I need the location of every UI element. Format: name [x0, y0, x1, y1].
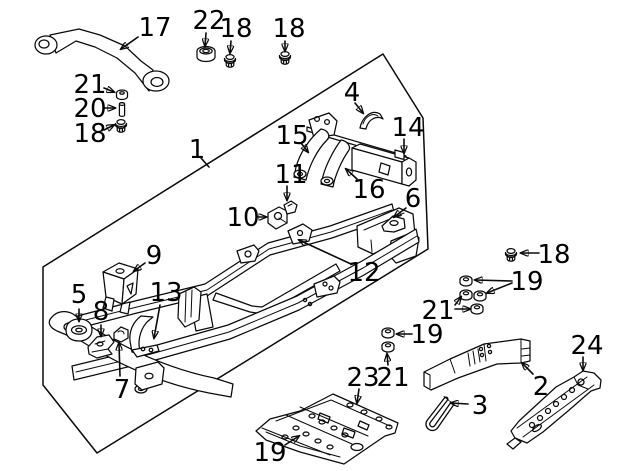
callout-arrow-2	[522, 363, 534, 375]
callout-arrow-6	[394, 207, 407, 217]
callout-label-5: 5	[71, 280, 88, 310]
assembly-outline-box	[42, 53, 429, 454]
part-23-skid-plate	[255, 393, 399, 465]
callout-arrow-13	[154, 304, 161, 338]
callout-label-8: 8	[93, 297, 110, 327]
callout-label-13: 13	[149, 278, 182, 308]
callout-arrow-18	[103, 125, 114, 130]
callout-label-9: 9	[146, 241, 163, 271]
callout-label-20: 20	[73, 94, 106, 124]
callout-label-7: 7	[114, 375, 131, 405]
callout-label-24: 24	[570, 331, 603, 361]
callout-label-23: 23	[346, 363, 379, 393]
callout-arrow-9	[134, 262, 146, 271]
callout-arrow-7	[119, 343, 120, 377]
callout-arrow-3	[451, 403, 469, 404]
callout-arrow-22	[205, 32, 206, 46]
part-21-washer	[470, 303, 484, 315]
part-9-bracket	[102, 262, 139, 315]
part-20-pin	[118, 101, 126, 118]
part-3-hook	[425, 396, 455, 432]
part-19-grommet-b	[473, 290, 487, 302]
callout-label-10: 10	[226, 203, 259, 233]
part-11-clip	[283, 200, 298, 215]
callout-label-12: 12	[347, 258, 380, 288]
part-21-nut-a	[115, 89, 129, 101]
callout-label-18: 18	[537, 240, 570, 270]
part-4-hook	[359, 111, 384, 130]
callout-arrow-16	[346, 169, 358, 180]
callout-arrow-17	[121, 36, 139, 49]
callout-arrow-4	[354, 102, 363, 113]
callout-arrow-23	[357, 388, 359, 403]
callout-label-19: 19	[253, 438, 286, 468]
part-19-grommet-a	[459, 275, 473, 287]
callout-label-15: 15	[275, 121, 308, 151]
callout-label-18: 18	[219, 14, 252, 44]
callout-label-21: 21	[376, 363, 409, 393]
part-7-clip	[113, 326, 129, 343]
part-8-bracket	[87, 334, 115, 359]
callout-label-19: 19	[410, 320, 443, 350]
callout-label-3: 3	[472, 391, 489, 421]
part-22-grommet	[196, 45, 216, 63]
callout-label-2: 2	[533, 372, 550, 402]
callout-arrow-19	[284, 436, 299, 446]
callout-label-14: 14	[391, 113, 424, 143]
callout-label-21: 21	[421, 296, 454, 326]
callout-label-21: 21	[73, 70, 106, 100]
callout-label-1: 1	[189, 135, 206, 165]
part-24-rail	[506, 370, 602, 450]
callout-arrow-18	[230, 40, 231, 53]
callout-arrow-1	[200, 157, 210, 168]
callout-label-22: 22	[192, 6, 225, 36]
callout-label-18: 18	[73, 119, 106, 149]
callout-arrow-12	[299, 240, 352, 265]
callout-label-19: 19	[510, 267, 543, 297]
part-18-bolt-d	[504, 247, 518, 262]
part-10-bracket	[267, 206, 288, 230]
callout-label-18: 18	[272, 14, 305, 44]
callout-label-6: 6	[405, 184, 422, 214]
callout-label-17: 17	[138, 13, 171, 43]
part-17-brace	[34, 28, 170, 92]
part-18-bolt-a	[223, 53, 237, 68]
callout-label-16: 16	[352, 175, 385, 205]
callout-arrow-21	[387, 354, 388, 366]
part-21-grommet-c	[381, 341, 395, 353]
callout-arrow-19	[475, 280, 513, 281]
part-21-grommet-b	[459, 289, 473, 301]
part-16-arm	[320, 139, 351, 188]
callout-arrow-21	[103, 88, 114, 92]
part-5-mount	[65, 318, 93, 342]
part-18-bolt-b	[278, 50, 292, 65]
part-19-grommet-c	[381, 327, 395, 339]
callout-label-4: 4	[344, 78, 361, 108]
callout-label-11: 11	[274, 160, 307, 190]
callout-arrow-19	[487, 282, 513, 293]
callout-arrow-21	[455, 297, 461, 306]
part-13-bracket	[129, 315, 160, 358]
callout-arrow-15	[300, 142, 308, 152]
part-18-bolt-c	[114, 118, 128, 133]
